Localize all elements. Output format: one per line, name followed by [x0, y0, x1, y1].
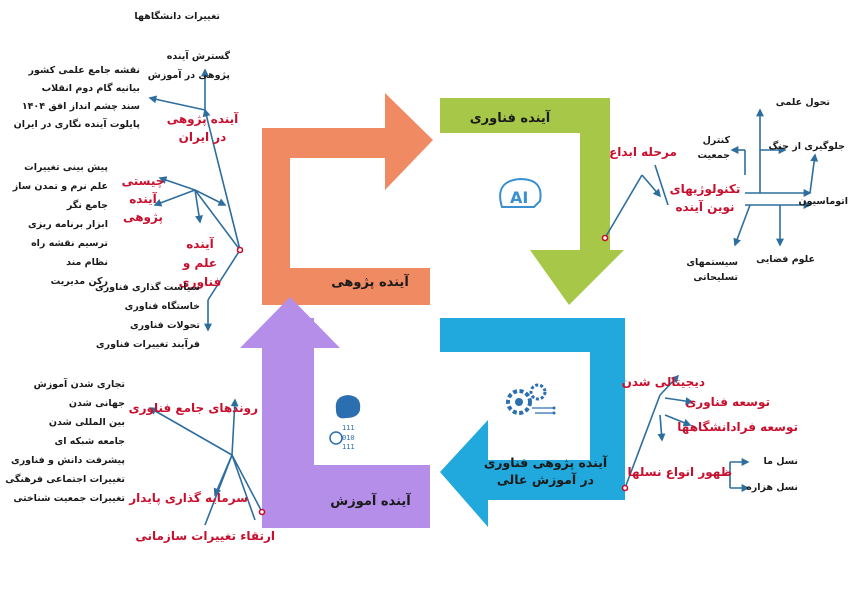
higher-ed-gen-item: نسل هزاره [746, 482, 798, 493]
svg-text:111: 111 [342, 443, 355, 451]
education-trend-item: تغییرات اجتماعی فرهنگی [5, 474, 125, 485]
technology-center: تکنولوژیهای نوین آینده [669, 182, 741, 214]
research-title: آینده پژوهی [331, 275, 409, 290]
research-science-item: تحولات فناوری [129, 320, 200, 331]
research-essence-item: نظام مند [66, 257, 108, 268]
higher-ed-arrow [440, 318, 625, 527]
education-org-change: ارتقاء تغییرات سازمانی [135, 529, 275, 543]
education-arrow [240, 297, 430, 528]
higher-ed-title: آینده پژوهی فناوری در آموزش عالی [483, 455, 608, 487]
research-iran-item: سند چشم انداز افق ۱۴۰۴ [21, 101, 140, 112]
research-iran-item: نقشه جامع علمی کشور [28, 65, 140, 76]
research-arrow [262, 93, 433, 305]
research-top-item: گسترش آینده [166, 51, 230, 62]
research-iran-label: آینده پژوهی در ایران [166, 112, 239, 144]
technology-item: اتوماسیون [798, 196, 848, 207]
technology-connectors [601, 108, 819, 247]
education-connectors [148, 398, 266, 526]
education-trend-item: پیشرفت دانش و فناوری [11, 455, 125, 466]
higher-ed-tech-dev: توسعه فناوری [685, 395, 770, 409]
research-top-item: پژوهی در آموزش [147, 70, 230, 81]
ai-icon-label: AI [510, 188, 528, 207]
education-trend-item: تغییرات جمعیت شناختی [13, 493, 125, 504]
education-capital: سرمایه گذاری پایدار [129, 491, 248, 505]
research-essence-item: ابزار برنامه ریزی [28, 219, 108, 230]
education-trend-item: تجاری شدن آموزش [33, 379, 125, 390]
ai-icon [490, 173, 550, 217]
higher-ed-generations: ظهور انواع نسلها [627, 465, 732, 479]
technology-item: سیستمهای تسلیحاتی [686, 257, 738, 284]
technology-item: جلوگیری از جنگ [768, 141, 846, 152]
gears-circuit-icon [495, 377, 559, 421]
svg-text:010: 010 [342, 434, 355, 442]
research-science-item: فرآیند تغییرات فناوری [95, 339, 200, 350]
education-trends: روندهای جامع فناوری [128, 401, 258, 415]
research-essence-item: رکن مدیریت [50, 276, 108, 287]
research-iran-item: بیانیه گام دوم انقلاب [41, 83, 140, 94]
research-science-item: سیاست گذاری فناوری [95, 282, 200, 293]
education-trend-item: بین المللی شدن [48, 417, 125, 428]
technology-title: آینده فناوری [469, 111, 551, 126]
research-iran-item: پایلوت آینده نگاری در ایران [13, 119, 140, 130]
research-essence-label: چیستی آینده پژوهی [121, 174, 165, 224]
research-science-label: آینده علم و فناوری [178, 237, 222, 290]
technology-item: علوم فضایی [756, 254, 815, 265]
research-connectors [148, 68, 244, 332]
education-trend-item: جامعه شبکه ای [54, 436, 125, 447]
technology-item: تحول علمی [775, 97, 830, 108]
research-top-item: تغییرات دانشگاهها [134, 11, 220, 22]
research-essence-item: پیش بینی تغییرات [24, 162, 108, 173]
svg-text:111: 111 [342, 424, 355, 432]
research-essence-item: علم نرم و تمدن ساز [12, 181, 108, 192]
lightbulb-icon [317, 194, 349, 225]
higher-ed-uni-dev: توسعه فرادانشگاهها [677, 420, 798, 434]
research-essence-item: جامع نگر [66, 200, 108, 211]
technology-arrow [440, 98, 624, 305]
research-science-item: خاستگاه فناوری [124, 301, 200, 312]
education-title: آینده آموزش [330, 494, 411, 509]
technology-stage: مرحله ابداع [609, 145, 677, 159]
higher-ed-gen-item: نسل ما [763, 456, 798, 467]
technology-item: کنترل جمعیت [697, 135, 730, 162]
higher-ed-connectors [621, 374, 750, 492]
research-essence-item: ترسیم نقشه راه [31, 238, 108, 249]
education-trend-item: جهانی شدن [68, 398, 125, 409]
higher-ed-digital: دیجیتالی شدن [621, 375, 705, 389]
